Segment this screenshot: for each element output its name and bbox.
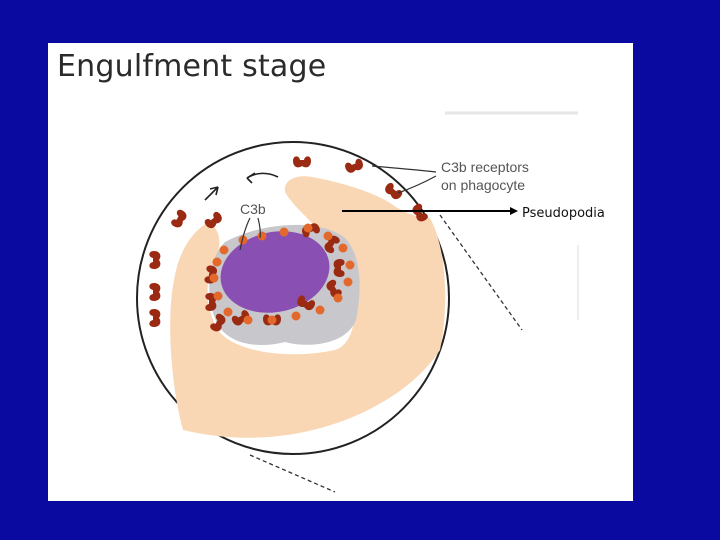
- c3b-dot: [345, 260, 355, 270]
- receptors-label-line1: C3b receptors: [441, 159, 529, 175]
- c3b-dot: [315, 305, 325, 315]
- receptor-glyph: [297, 295, 316, 311]
- c3b-dot: [338, 243, 348, 253]
- c3b-dot: [267, 315, 277, 325]
- zoom-line-lower: [249, 454, 336, 493]
- c3b-pointer: [239, 217, 251, 251]
- receptor-glyph: [149, 283, 161, 301]
- zoom-line-upper: [439, 214, 523, 331]
- c3b-label: C3b: [240, 201, 266, 217]
- pseudopodia-arrowhead: [510, 207, 518, 215]
- receptor-glyph: [385, 182, 403, 200]
- c3b-pointer: [257, 217, 261, 239]
- c3b-dot: [223, 307, 233, 317]
- c3b-dot: [243, 315, 253, 325]
- receptors-label-line2: on phagocyte: [441, 177, 525, 193]
- receptor-pointer: [371, 165, 437, 173]
- c3b-dot: [343, 277, 353, 287]
- receptor-glyph: [171, 209, 187, 228]
- c3b-dot: [257, 231, 267, 241]
- receptor-glyph: [412, 203, 428, 222]
- c3b-dot: [213, 291, 223, 301]
- receptor-glyph: [149, 251, 161, 269]
- receptor-glyph: [293, 156, 311, 168]
- movement-arrow-upper: [246, 172, 279, 184]
- engulfment-diagram: C3b C3b receptors on phagocyte Pseudopod…: [136, 111, 605, 493]
- microbe: [220, 231, 330, 313]
- c3b-dot: [323, 231, 333, 241]
- c3b-dot: [238, 235, 248, 245]
- receptor-glyph: [205, 293, 217, 311]
- receptor-glyph: [333, 259, 345, 277]
- c3b-dot: [219, 245, 229, 255]
- c3b-dot: [279, 227, 289, 237]
- receptor-glyph: [210, 313, 226, 332]
- slide-title: Engulfment stage: [57, 49, 327, 84]
- slide: Engulfment stage C3b C3b rece: [48, 43, 633, 501]
- movement-arrow-left: [204, 186, 219, 201]
- receptor-glyph: [204, 211, 222, 229]
- c3b-dot: [209, 273, 219, 283]
- receptor-glyph: [149, 309, 161, 327]
- c3b-dot: [333, 293, 343, 303]
- receptor-pointer: [397, 175, 437, 194]
- pseudopodia-label: Pseudopodia: [522, 206, 605, 221]
- c3b-dot: [212, 257, 222, 267]
- c3b-molecules: [209, 223, 355, 325]
- phagocyte-cytoplasm: [170, 176, 446, 438]
- receptor-glyph: [345, 158, 363, 173]
- receptor-glyph: [326, 279, 342, 298]
- c3b-dot: [303, 223, 313, 233]
- c3b-dot: [291, 311, 301, 321]
